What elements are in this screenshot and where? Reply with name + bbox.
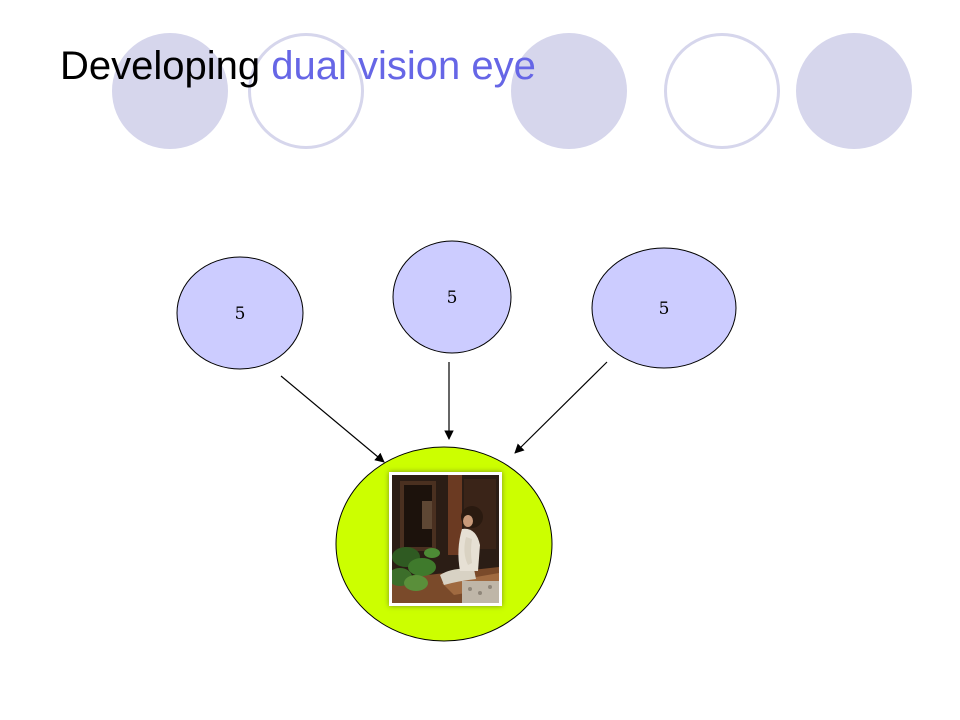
meditating-woman-photo-icon (392, 475, 499, 603)
node-left-label: 5 (235, 304, 246, 324)
decor-circle-ring-1 (248, 33, 364, 149)
slide-title: Developing dual vision eye (60, 38, 536, 94)
title-plain: Developing (60, 44, 261, 88)
node-middle-shape (392, 240, 512, 354)
center-photo (389, 472, 502, 606)
decor-circle-filled-1 (112, 33, 228, 149)
node-left-shape (176, 256, 304, 370)
decor-circle-filled-3 (796, 33, 912, 149)
node-middle-label: 5 (447, 288, 458, 308)
decor-circle-filled-2 (511, 33, 627, 149)
arrow-right-to-center (514, 361, 608, 454)
node-middle: 5 (392, 240, 512, 354)
title-accent: dual vision eye (271, 44, 536, 88)
node-right-shape (591, 247, 737, 369)
node-left: 5 (176, 256, 304, 370)
node-right-label: 5 (659, 299, 670, 319)
node-right: 5 (591, 247, 737, 369)
arrow-left-to-center (280, 375, 385, 463)
decor-circle-ring-2 (664, 33, 780, 149)
